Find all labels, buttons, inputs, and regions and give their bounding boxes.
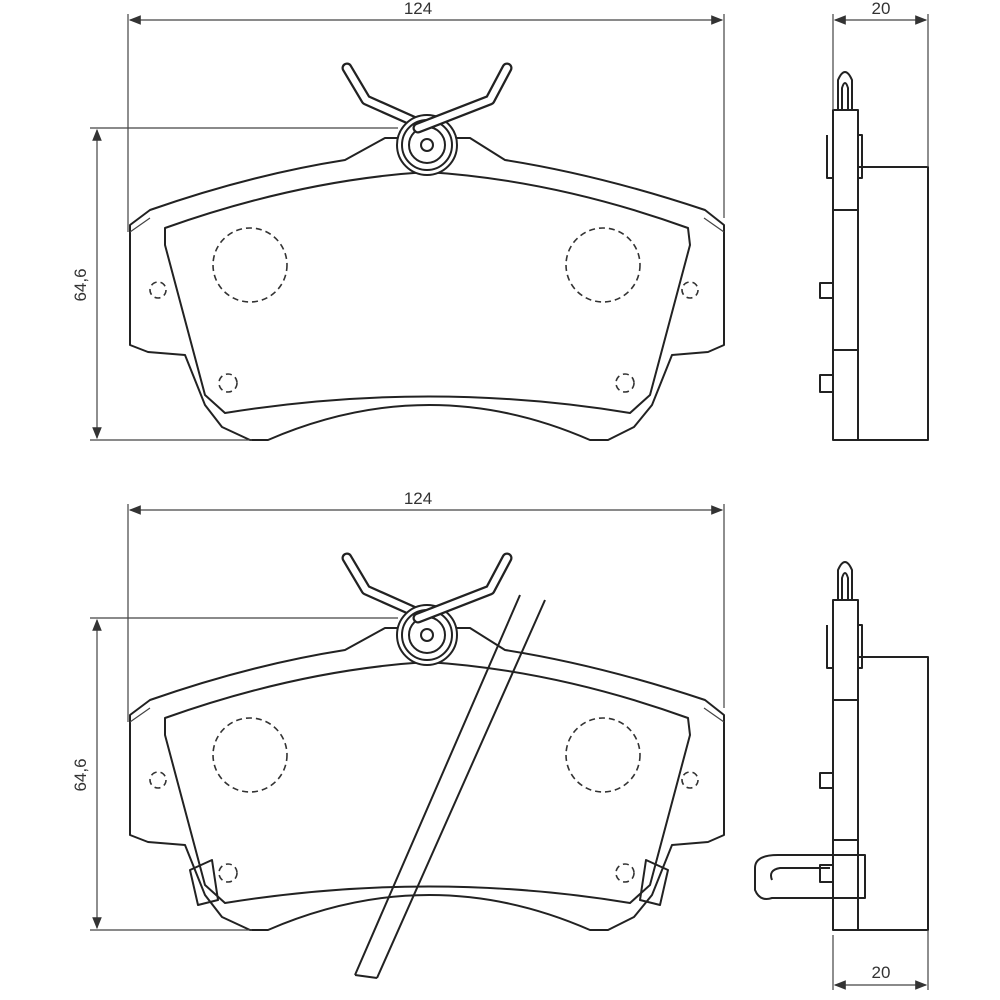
width-dimension: 124 <box>404 0 432 18</box>
thickness-dimension: 20 <box>872 0 891 18</box>
height-dimension: 64,6 <box>71 268 90 301</box>
drawing-top: 124 64,6 20 <box>71 0 928 440</box>
width-dimension: 124 <box>404 489 432 508</box>
drawing-bottom: 124 64,6 20 <box>71 489 928 990</box>
height-dimension: 64,6 <box>71 758 90 791</box>
thickness-dimension: 20 <box>872 963 891 982</box>
